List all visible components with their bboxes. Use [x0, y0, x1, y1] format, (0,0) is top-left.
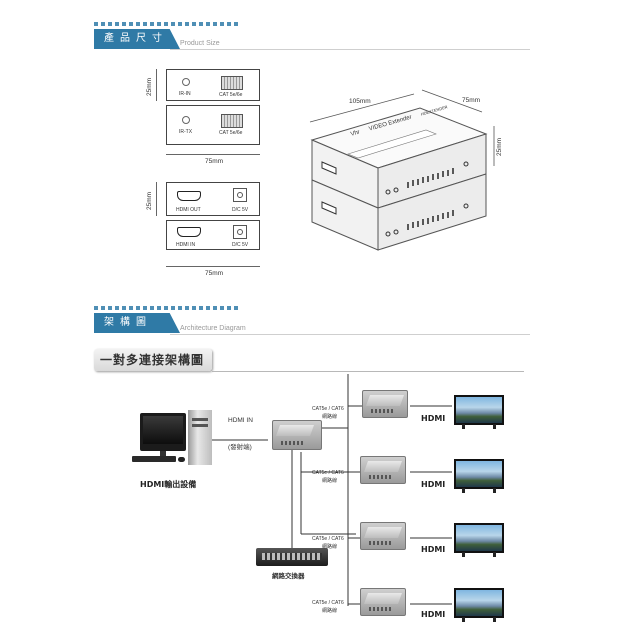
size-section-title: 產品尺寸: [94, 29, 180, 49]
tv-foot: [493, 424, 496, 429]
monitor-icon: [140, 413, 186, 451]
tv-screen: [454, 395, 504, 425]
monitor-stand: [160, 451, 166, 457]
hdmi-in-text: HDMI IN: [228, 417, 253, 424]
arch-section-subtitle: Architecture Diagram: [180, 325, 246, 332]
dimension-line: [156, 182, 157, 216]
network-switch-icon: [256, 548, 328, 566]
tv-foot: [462, 552, 465, 557]
hdmi-output-label: HDMI: [421, 610, 446, 619]
tv-display-4: [454, 588, 504, 622]
tv-foot: [462, 488, 465, 493]
length-dim-label: 105mm: [349, 98, 371, 105]
cable-sub-label: 網路線: [322, 478, 338, 484]
section-divider: [170, 49, 530, 50]
front-view-unit-1: HDMI OUT D/C 5V: [166, 182, 260, 216]
receiver-device-3: [360, 522, 406, 550]
dc-port-ring: [237, 229, 243, 235]
tv-display-2: [454, 459, 504, 493]
dc-label: D/C 5V: [232, 242, 249, 248]
tv-foot: [462, 617, 465, 622]
section-decoration: [94, 22, 238, 26]
arch-section-title: 架構圖: [94, 313, 180, 333]
mouse-icon: [178, 457, 185, 462]
ir-port-icon: [182, 78, 190, 86]
ir-port-icon: [182, 116, 190, 124]
hdmi-output-label: HDMI: [421, 545, 446, 554]
dimension-line: [166, 154, 260, 155]
cable-label: CAT5e / CAT6: [312, 536, 344, 542]
cable-sub-label: 網路線: [322, 608, 338, 614]
cat-port-label: CAT 5e/6e: [219, 92, 243, 98]
tv-foot: [493, 488, 496, 493]
dc-label: D/C 5V: [232, 207, 249, 213]
dc-port-icon: [233, 188, 247, 202]
tv-foot: [493, 617, 496, 622]
tv-foot: [493, 552, 496, 557]
tv-screen: [454, 459, 504, 489]
section-divider: [170, 334, 530, 335]
front-view-unit-2: HDMI IN D/C 5V: [166, 220, 260, 250]
receiver-device-4: [360, 588, 406, 616]
hdmi-port-icon: [177, 227, 201, 237]
switch-label: 網路交換器: [272, 573, 305, 580]
diagram-subtitle: 一對多連接架構圖: [94, 349, 212, 371]
hdmi-in-label: HDMI IN: [176, 242, 196, 248]
top-view-unit-1: IR-IN CAT 5e/6e: [166, 69, 260, 101]
dimension-line: [156, 69, 157, 101]
cable-label: CAT5e / CAT6: [312, 470, 344, 476]
cable-sub-label: 網路線: [322, 414, 338, 420]
pc-tower-icon: [188, 410, 212, 465]
dc-port-icon: [233, 225, 247, 239]
rj45-port-icon: [221, 76, 243, 90]
tv-display-1: [454, 395, 504, 429]
section-decoration: [94, 306, 238, 310]
top-view-unit-2: IR-TX CAT 5e/6e: [166, 105, 260, 145]
transmitter-text: (發射端): [228, 444, 252, 451]
hdmi-port-icon: [177, 191, 201, 201]
cable-sub-label: 網路線: [322, 544, 338, 550]
source-device-label: HDMI輸出設備: [140, 480, 197, 489]
width-dim-label: 75mm: [205, 270, 224, 277]
tv-foot: [462, 424, 465, 429]
hdmi-out-label: HDMI OUT: [176, 207, 201, 213]
tv-screen: [454, 588, 504, 618]
dimension-line: [166, 266, 260, 267]
cable-label: CAT5e / CAT6: [312, 406, 344, 412]
subtitle-underline: [212, 371, 524, 372]
rj45-port-icon: [221, 114, 243, 128]
receiver-device-1: [362, 390, 408, 418]
transmitter-device: [272, 420, 322, 450]
tv-screen: [454, 523, 504, 553]
width-dim-label: 75mm: [205, 158, 224, 165]
size-section-subtitle: Product Size: [180, 40, 220, 47]
cable-label: CAT5e / CAT6: [312, 600, 344, 606]
hdmi-output-label: HDMI: [421, 480, 446, 489]
tv-display-3: [454, 523, 504, 557]
ir-in-label: IR-IN: [179, 91, 191, 97]
cat-port-label: CAT 5e/6e: [219, 130, 243, 136]
depth-dim-label: 75mm: [462, 97, 481, 104]
receiver-device-2: [360, 456, 406, 484]
ir-tx-label: IR-TX: [179, 129, 193, 135]
isometric-device-drawing: [309, 89, 495, 251]
dc-port-ring: [237, 192, 243, 198]
hdmi-output-label: HDMI: [421, 414, 446, 423]
keyboard-icon: [132, 456, 176, 462]
